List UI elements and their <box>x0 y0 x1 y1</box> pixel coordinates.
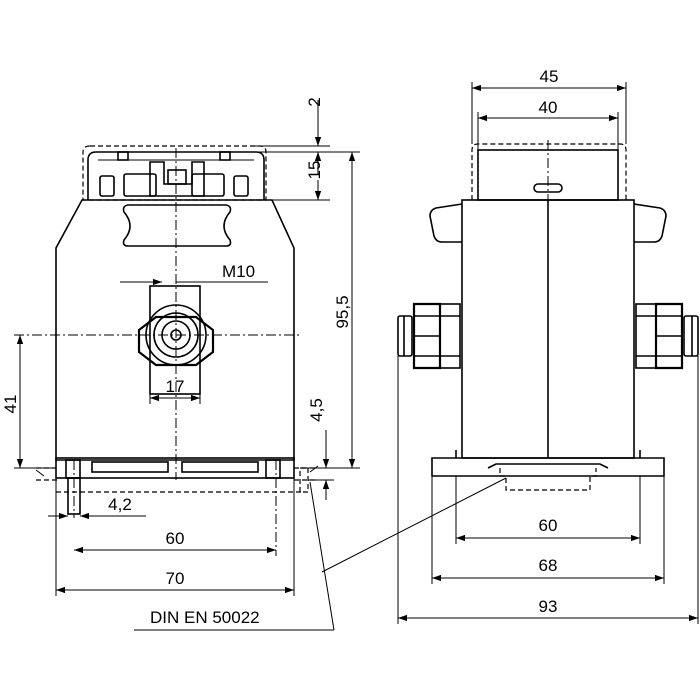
dim-45-ext <box>471 82 627 144</box>
dim-2-ext <box>250 145 330 153</box>
dim-thread: M10 <box>222 262 255 281</box>
side-view: 45 40 60 68 93 <box>397 67 699 624</box>
dim-nut-width: 17 <box>166 377 185 396</box>
side-nut-left-faces <box>414 315 440 357</box>
front-hex-nut <box>137 315 215 367</box>
side-nut-right-inner-faces <box>636 315 656 357</box>
side-nut-left-inner-faces <box>440 315 460 357</box>
front-cap-notch-right <box>219 151 231 161</box>
front-cap-clip-center <box>167 169 187 185</box>
front-rail-ends <box>35 465 319 477</box>
side-nut-right-faces <box>656 315 682 357</box>
side-bolt-right <box>683 315 699 357</box>
dim-cap-height: 15 <box>305 161 324 180</box>
side-nut-right-inner <box>635 303 657 369</box>
dim-60-side-ext <box>455 476 641 544</box>
rail-leader-front <box>309 481 335 631</box>
dim-overall: 93 <box>539 597 558 616</box>
rail-label: DIN EN 50022 <box>150 608 260 627</box>
side-rail-clip <box>487 463 609 469</box>
dim-base-offset: 4,5 <box>307 398 326 422</box>
dim-hole-pitch: 60 <box>166 529 185 548</box>
front-base-slot-right <box>181 461 259 473</box>
front-terminal-column <box>149 285 201 395</box>
dim-95-ext <box>270 151 360 469</box>
rail-leader-side <box>321 477 507 573</box>
side-cover-outline <box>471 143 627 200</box>
front-base-tab-left <box>65 459 81 479</box>
side-ear-left <box>429 203 463 243</box>
side-base <box>431 457 665 477</box>
front-cap-window-1 <box>99 175 115 197</box>
dim-93-ext <box>397 356 699 624</box>
dim-68-ext <box>431 476 665 584</box>
side-nut-left-inner <box>439 303 461 369</box>
front-base-tab-right <box>265 459 281 479</box>
front-bracket <box>122 204 232 247</box>
side-base-steps <box>455 450 641 458</box>
dim-foot-outer: 68 <box>539 556 558 575</box>
dim-base-width: 70 <box>166 569 185 588</box>
front-cap-window-3 <box>191 173 225 197</box>
dim-total-height: 95,5 <box>333 295 352 328</box>
dim-top-gap: 2 <box>305 97 324 106</box>
dim-cap-outer: 45 <box>540 67 559 86</box>
rail-callout: DIN EN 50022 <box>134 477 507 631</box>
side-bolt-left <box>397 315 413 357</box>
side-ear-right <box>633 203 667 243</box>
front-cap-clip <box>149 161 205 197</box>
front-cap-window-4 <box>233 175 249 197</box>
front-cap-window-2 <box>123 173 157 197</box>
dim-cap-inner: 40 <box>539 98 558 117</box>
dim-foot-inner: 60 <box>539 516 558 535</box>
dim-center-height: 41 <box>1 395 20 414</box>
front-view: 2 15 95,5 4,5 M10 17 41 4,2 60 <box>1 97 360 596</box>
front-base-slot-left <box>91 461 169 473</box>
side-rail-dashed <box>499 468 597 491</box>
front-cover-outline <box>82 145 267 201</box>
front-cap-notch-left <box>117 151 129 161</box>
dim-slot: 4,2 <box>108 495 132 514</box>
dim-70-ext <box>55 478 295 596</box>
